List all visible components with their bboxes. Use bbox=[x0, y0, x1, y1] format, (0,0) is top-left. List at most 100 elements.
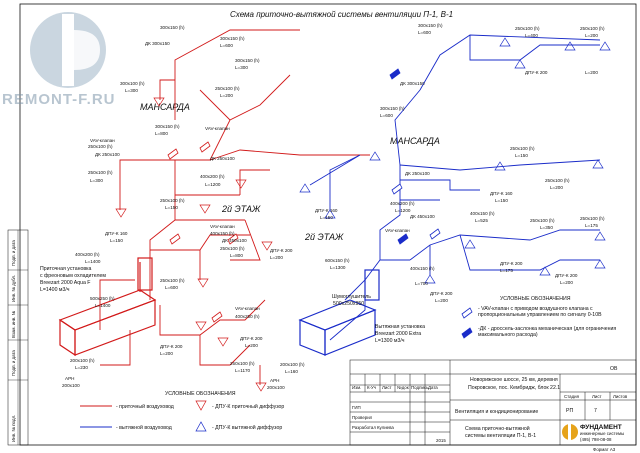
svg-text:Проверил: Проверил bbox=[352, 415, 373, 420]
svg-text:Шумоглушитель: Шумоглушитель bbox=[332, 294, 371, 300]
exhaust-label: ДК 300x150 bbox=[400, 81, 425, 86]
svg-text:Изм.: Изм. bbox=[352, 385, 361, 390]
svg-text:Breezart 2000 Extra: Breezart 2000 Extra bbox=[375, 331, 421, 337]
logo: REMONT-F.RU bbox=[2, 12, 116, 108]
svg-text:Приточная установка: Приточная установка bbox=[40, 266, 92, 272]
supply-label: 400x200 (h) bbox=[200, 174, 225, 179]
supply-label: L=300 bbox=[125, 88, 138, 93]
svg-text:Стадия: Стадия bbox=[564, 394, 580, 399]
supply-label: 250x100 (h) bbox=[88, 170, 113, 175]
floor-label-second-exhaust: 2й ЭТАЖ bbox=[304, 232, 344, 242]
floor-label-second-supply: 2й ЭТАЖ bbox=[221, 204, 261, 214]
exhaust-label: L=1200 bbox=[395, 208, 411, 213]
svg-text:Вытяжная установка: Вытяжная установка bbox=[375, 324, 425, 330]
exhaust-label: L=525 bbox=[475, 218, 488, 223]
exhaust-label: L=175 bbox=[500, 268, 513, 273]
supply-label: ДК 250x100 bbox=[95, 152, 120, 157]
supply-label: VAV-клапан bbox=[205, 126, 230, 131]
svg-text:с фреоновым охладителем: с фреоновым охладителем bbox=[40, 273, 106, 279]
legend-right: УСЛОВНЫЕ ОБОЗНАЧЕНИЯ - VAV-клапан с прив… bbox=[461, 296, 616, 339]
exhaust-labels: 300x150 (h) L=600 ДК 300x150 250x100 (h)… bbox=[315, 23, 605, 303]
exhaust-label: 250x100 (h) bbox=[510, 146, 535, 151]
exhaust-unit bbox=[298, 269, 380, 356]
supply-label: ДК 250x100 bbox=[210, 156, 235, 161]
floor-label-mansard-supply: МАНСАРДА bbox=[140, 102, 190, 112]
supply-label: ДПУ-К 160 bbox=[105, 231, 128, 236]
company-sub: инженерные системы bbox=[580, 431, 624, 436]
supply-label: 400x250 (h) bbox=[235, 314, 260, 319]
company-name: ФУНДАМЕНТ bbox=[580, 424, 622, 431]
exhaust-label: L=200 bbox=[435, 298, 448, 303]
vav-valve-icon bbox=[461, 307, 473, 319]
exhaust-label: ДК 450x100 bbox=[410, 214, 435, 219]
drawing-code: ОВ bbox=[610, 366, 618, 372]
supply-label: ДК 300x150 bbox=[145, 41, 170, 46]
svg-text:Лист: Лист bbox=[382, 385, 392, 390]
supply-label: 300x150 (h) bbox=[220, 36, 245, 41]
legend-exhaust-duct: - вытяжной воздуховод bbox=[116, 424, 172, 431]
supply-label: 200x100 (h) bbox=[280, 362, 305, 367]
company-phone: (495) 798-08-08 bbox=[580, 437, 612, 442]
exhaust-label: L=150 bbox=[320, 215, 333, 220]
exhaust-label: L=200 bbox=[585, 33, 598, 38]
supply-label: 250x100 (h) bbox=[230, 361, 255, 366]
supply-label: VAV-клапан bbox=[210, 224, 235, 229]
exhaust-label: L=200 bbox=[560, 280, 573, 285]
address-line-2: Покровское, пос. Кембридж, блок 22.1 bbox=[468, 385, 560, 391]
exhaust-label: ДПУ-К 200 bbox=[500, 261, 523, 266]
supply-label: L=600 bbox=[165, 285, 178, 290]
side-stamp-label: Взам. инв. № bbox=[11, 311, 16, 338]
svg-text:Подпись: Подпись bbox=[411, 385, 429, 390]
supply-label: L=800 bbox=[155, 131, 168, 136]
svg-text:500x250x950: 500x250x950 bbox=[333, 301, 364, 307]
dk-valve-icon bbox=[461, 327, 473, 339]
drawing-frame bbox=[19, 3, 637, 446]
exhaust-label: 300x150 (h) bbox=[380, 106, 405, 111]
supply-label: L=1170 bbox=[235, 368, 251, 373]
side-stamp-label: Подп. и дата bbox=[11, 350, 16, 376]
svg-text:ГИП: ГИП bbox=[352, 405, 361, 410]
supply-label: L=600 bbox=[220, 43, 233, 48]
stage-value: РП bbox=[566, 408, 573, 414]
exhaust-label: L=175 bbox=[585, 223, 598, 228]
exhaust-label: L=400 bbox=[525, 33, 538, 38]
legend-supply-diffuser: - ДПУ-К приточный диффузор bbox=[212, 403, 284, 410]
legend-exhaust-diffuser: - ДПУ-К вытяжной диффузор bbox=[212, 424, 282, 431]
sheet-title-2: системы вентиляции П-1, В-1 bbox=[465, 433, 536, 439]
drawing-title: Схема приточно-вытяжной системы вентиляц… bbox=[230, 10, 453, 19]
supply-label: L=1400 bbox=[95, 303, 111, 308]
exhaust-label: 600x150 (h) bbox=[325, 258, 350, 263]
exhaust-label: L=1300 bbox=[330, 265, 346, 270]
svg-text:К-Уч: К-Уч bbox=[367, 385, 376, 390]
title-block bbox=[349, 359, 637, 446]
exhaust-label: L=600 bbox=[380, 113, 393, 118]
legend-supply-duct: - приточный воздуховод bbox=[116, 403, 174, 410]
svg-text:L=1300 м3/ч: L=1300 м3/ч bbox=[375, 338, 405, 344]
sheet-value: 7 bbox=[594, 408, 597, 414]
svg-text:Разработал: Разработал bbox=[352, 425, 376, 430]
supply-label: ДПУ-К 200 bbox=[160, 344, 183, 349]
side-stamp-label: Инв. № подл. bbox=[11, 415, 16, 442]
supply-diffuser-icon bbox=[195, 400, 207, 411]
company-logo-icon bbox=[562, 424, 578, 440]
side-stamp: Подп. и дата Инв. № дубл. Взам. инв. № П… bbox=[7, 229, 29, 446]
supply-label: 300x150 (h) bbox=[155, 124, 180, 129]
exhaust-label: L=200 bbox=[550, 185, 563, 190]
side-stamp-label: Инв. № дубл. bbox=[11, 275, 16, 302]
supply-duct-network bbox=[99, 29, 370, 385]
exhaust-label: 250x100 (h) bbox=[580, 26, 605, 31]
exhaust-label: ДПУ-К 200 bbox=[525, 70, 548, 75]
logo-text: REMONT-F.RU bbox=[2, 91, 116, 108]
exhaust-label: 250x100 (h) bbox=[515, 26, 540, 31]
legend-vav: - VAV-клапан с приводом воздушного клапа… bbox=[478, 306, 602, 319]
svg-text:№док: №док bbox=[397, 385, 409, 390]
exhaust-label: 400x200 (h) bbox=[390, 201, 415, 206]
floor-label-mansard-exhaust: МАНСАРДА bbox=[390, 136, 440, 146]
side-stamp-label: Подп. и дата bbox=[11, 240, 16, 266]
address-line-1: Новорижское шоссе, 25 км, деревня bbox=[470, 377, 558, 383]
exhaust-label: 300x150 (h) bbox=[418, 23, 443, 28]
legend-title: УСЛОВНЫЕ ОБОЗНАЧЕНИЯ bbox=[500, 296, 571, 302]
svg-text:Дата: Дата bbox=[428, 385, 438, 390]
supply-label: L=200 bbox=[220, 93, 233, 98]
svg-text:Лист: Лист bbox=[592, 394, 602, 399]
